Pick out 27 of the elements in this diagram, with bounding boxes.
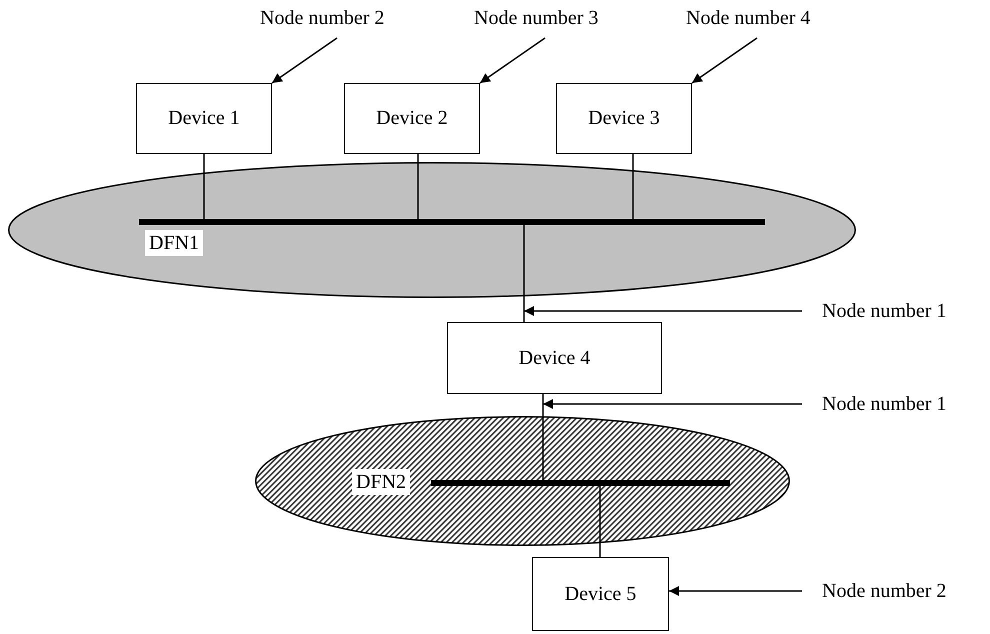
leader-arrow [480,37,546,84]
network-ellipse [8,162,856,298]
leader-arrow [524,306,802,316]
device-box: Device 2 [344,83,480,154]
leader-arrow [543,399,802,409]
connector-line [523,225,525,322]
node-number-label: Node number 2 [822,579,946,603]
connector-line [203,154,205,219]
bus-bar [139,219,765,225]
node-number-label: Node number 2 [260,6,384,30]
device-box: Device 3 [556,83,692,154]
leader-arrow [669,586,802,596]
leader-arrow [692,37,758,84]
device-box: Device 4 [447,322,662,394]
connector-line [632,154,634,219]
node-number-label: Node number 1 [822,392,946,416]
network-name: DFN2 [352,469,410,495]
network-ellipse [255,416,790,546]
bus-bar [431,480,730,486]
device-box: Device 5 [532,557,669,631]
node-number-label: Node number 4 [686,6,810,30]
node-number-label: Node number 1 [822,299,946,323]
leader-arrow [272,37,338,84]
device-box: Device 1 [136,83,272,154]
network-name: DFN1 [145,230,204,256]
connector-line [417,154,419,219]
node-number-label: Node number 3 [474,6,598,30]
